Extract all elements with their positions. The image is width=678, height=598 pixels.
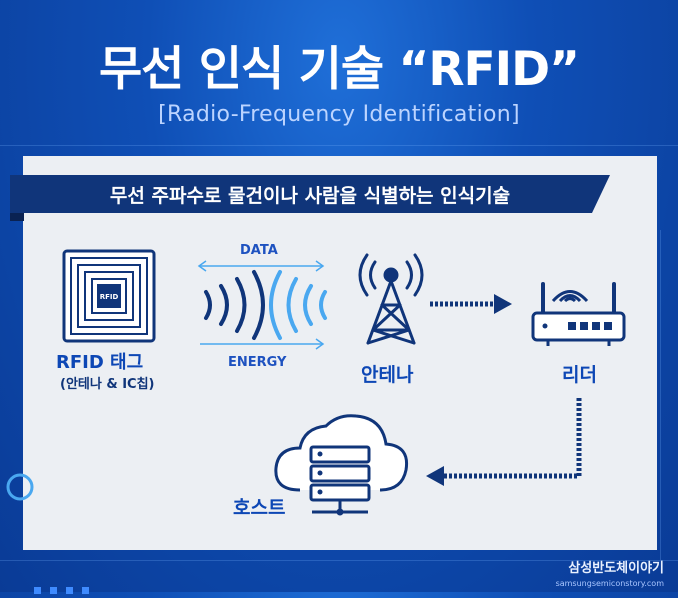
rfid-tag-sublabel: (안테나 & IC칩) — [60, 377, 155, 392]
bg-line — [0, 145, 678, 146]
host-label: 호스트 — [233, 497, 286, 519]
footer-dots — [34, 579, 98, 598]
page-subtitle: [Radio-Frequency Identification] — [158, 102, 520, 127]
banner-shadow — [10, 213, 24, 221]
energy-label: ENERGY — [228, 355, 287, 370]
data-label: DATA — [240, 243, 278, 258]
brand-url: samsungsemiconstory.com — [555, 579, 664, 588]
reader-label: 리더 — [562, 364, 597, 386]
brand-logo: 삼성반도체이야기 — [568, 561, 664, 576]
antenna-label: 안테나 — [361, 364, 414, 386]
page-title: 무선 인식 기술 “RFID” — [98, 42, 580, 97]
rfid-tag-label: RFID 태그 — [56, 352, 144, 373]
bg-line — [660, 230, 661, 560]
definition-banner: 무선 주파수로 물건이나 사람을 식별하는 인식기술 — [10, 175, 610, 213]
bg-line — [0, 560, 678, 561]
